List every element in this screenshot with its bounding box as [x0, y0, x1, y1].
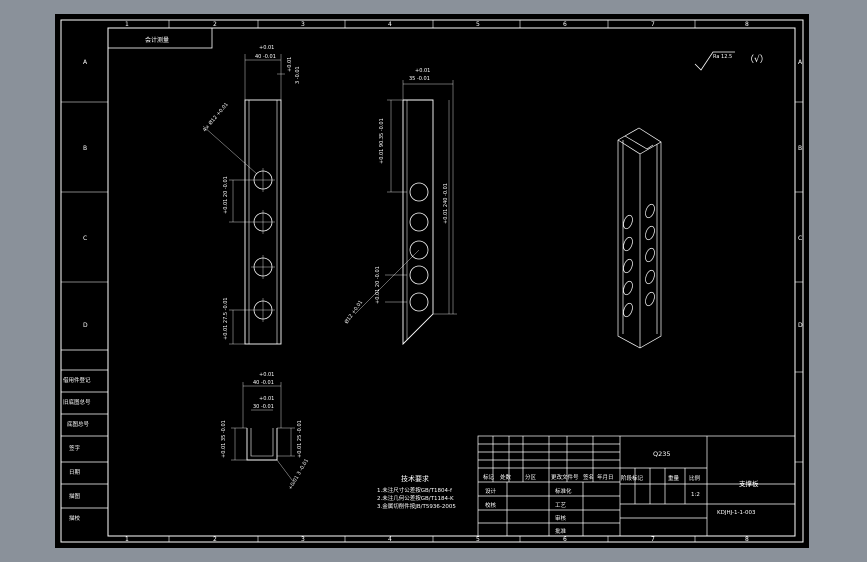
row-label: A	[83, 59, 88, 66]
tb-header-cell: 年月日	[597, 473, 614, 481]
row-label: A	[798, 59, 803, 66]
tb-drawing-no: KDJHJ-1-1-003	[717, 510, 756, 516]
section-bottom-dim: +0.01 3 -0.01	[288, 458, 311, 491]
tb-scale-value: 1:2	[691, 492, 700, 498]
section-top-dim-4: 30 -0.01	[253, 404, 274, 410]
col-label: 4	[388, 536, 392, 543]
inner-border	[107, 27, 796, 537]
tb-role-cell: 批准	[555, 527, 567, 535]
isometric-view	[617, 127, 662, 349]
row-label: C	[798, 235, 802, 242]
col-label: 3	[301, 21, 305, 28]
side-top-dim-2: 35 -0.01	[409, 76, 430, 82]
drawing-sheet: 1 2 3 4 5 6 7 8 1 2 3 4 5 6 7 8 A B C D …	[55, 14, 809, 548]
front-top-dim-1: +0.01	[259, 45, 274, 51]
col-label: 6	[563, 536, 567, 543]
left-strip-cell: 借用件登记	[63, 376, 91, 384]
tag-box-text: 会计测量	[145, 36, 169, 44]
notes-line-3: 3.金属切削件按JB/T5936-2005	[377, 502, 456, 510]
side-dim-1: +0.01 90.35 -0.01	[379, 118, 385, 164]
technical-notes: 技术要求 1.未注尺寸公差按GB/T1804-f 2.未注几何公差按GB/T11…	[377, 474, 456, 510]
tb-role-cell: 设计	[485, 487, 497, 495]
notes-title: 技术要求	[401, 474, 429, 483]
tb-part-name: 支撑板	[739, 479, 759, 488]
left-strip-cell: 描校	[69, 514, 81, 522]
section-top-dim-2: 40 -0.01	[253, 380, 274, 386]
section-left-dim: +0.01 35 -0.01	[221, 420, 227, 458]
tb-role-cell: 审核	[555, 514, 567, 522]
roughness-symbol: Ra 12.5 （√）	[694, 51, 769, 71]
tb-header-cell: 更改文件号	[551, 473, 579, 481]
side-dim-2: +0.01 240 -0.01	[443, 183, 449, 224]
col-label: 8	[745, 21, 749, 28]
tag-box	[107, 27, 213, 49]
zone-ticks	[61, 20, 803, 542]
side-hole-dim: Ø12 +0.01	[343, 299, 364, 325]
left-strip-cell: 旧底图总号	[63, 398, 91, 406]
col-label: 7	[651, 21, 655, 28]
front-pitch-dim: +0.01 20 -0.01	[223, 176, 229, 214]
title-block: 标记 处数 分区 更改文件号 签名 年月日 设计 校核 标准化 工艺 审核 批准…	[477, 435, 796, 537]
section-top-dim-3: +0.01	[259, 396, 274, 402]
col-label: 6	[563, 21, 567, 28]
tb-header-cell: 处数	[500, 473, 512, 481]
side-dim-3: +0.01 20 -0.01	[375, 266, 381, 304]
col-label: 2	[213, 21, 217, 28]
col-label: 8	[745, 536, 749, 543]
col-label: 3	[301, 536, 305, 543]
left-strip-cell: 签字	[69, 444, 81, 452]
front-view: +0.01 40 -0.01 +0.01 3 -0.01 4× Ø12 +0.0…	[201, 45, 301, 345]
left-strip-cell: 底图总号	[67, 420, 90, 428]
outer-border	[60, 19, 804, 543]
tb-header-cell: 分区	[525, 473, 537, 481]
left-strip-cell: 描图	[69, 492, 81, 500]
tb-header-cell: 标记	[483, 473, 495, 481]
side-top-dim-1: +0.01	[415, 68, 430, 74]
front-bottom-dim: +0.01 27.5 -0.01	[223, 297, 229, 340]
tb-role-cell: 工艺	[555, 502, 567, 509]
front-top-dim-2: 40 -0.01	[255, 54, 276, 60]
row-label: D	[798, 322, 803, 329]
col-label: 2	[213, 536, 217, 543]
drawing-canvas: 1 2 3 4 5 6 7 8 1 2 3 4 5 6 7 8 A B C D …	[60, 19, 804, 543]
left-strip-cell: 日期	[69, 469, 81, 476]
section-right-dim: +0.01 25 -0.01	[297, 420, 303, 458]
tb-stage-label: 阶段标记	[621, 474, 644, 482]
row-label: C	[83, 235, 87, 242]
zone-labels: 1 2 3 4 5 6 7 8 1 2 3 4 5 6 7 8 A B C D …	[83, 21, 803, 543]
notes-line-1: 1.未注尺寸公差按GB/T1804-f	[377, 486, 453, 494]
tb-material: Q235	[653, 450, 671, 458]
front-top-dim-3: +0.01	[287, 57, 293, 72]
row-label: B	[798, 145, 802, 152]
front-top-dim-4: 3 -0.01	[295, 66, 301, 84]
col-label: 4	[388, 21, 392, 28]
roughness-value: Ra 12.5	[713, 54, 732, 60]
side-view: +0.01 35 -0.01 +0.01 90.35 -0.01 +0.01 2…	[343, 68, 457, 346]
col-label: 5	[476, 21, 480, 28]
tb-role-cell: 标准化	[555, 487, 572, 495]
notes-line-2: 2.未注几何公差按GB/T1184-K	[377, 494, 454, 502]
section-view: +0.01 40 -0.01 +0.01 30 -0.01 +0.01 35 -…	[221, 372, 310, 491]
left-strip: 借用件登记 旧底图总号 底图总号 签字 日期 描图 描校	[61, 349, 108, 522]
col-label: 1	[125, 536, 129, 543]
tb-weight-label: 重量	[668, 474, 680, 482]
row-label: B	[83, 145, 87, 152]
col-label: 5	[476, 536, 480, 543]
section-top-dim-1: +0.01	[259, 372, 274, 378]
tb-header-cell: 签名	[583, 473, 594, 481]
col-label: 1	[125, 21, 129, 28]
roughness-paren: （√）	[745, 54, 769, 65]
front-hole-dim: 4× Ø12 +0.01	[201, 101, 230, 133]
col-label: 7	[651, 536, 655, 543]
tb-scale-label: 比例	[689, 474, 701, 482]
row-label: D	[83, 322, 88, 329]
tb-role-cell: 校核	[485, 501, 497, 509]
